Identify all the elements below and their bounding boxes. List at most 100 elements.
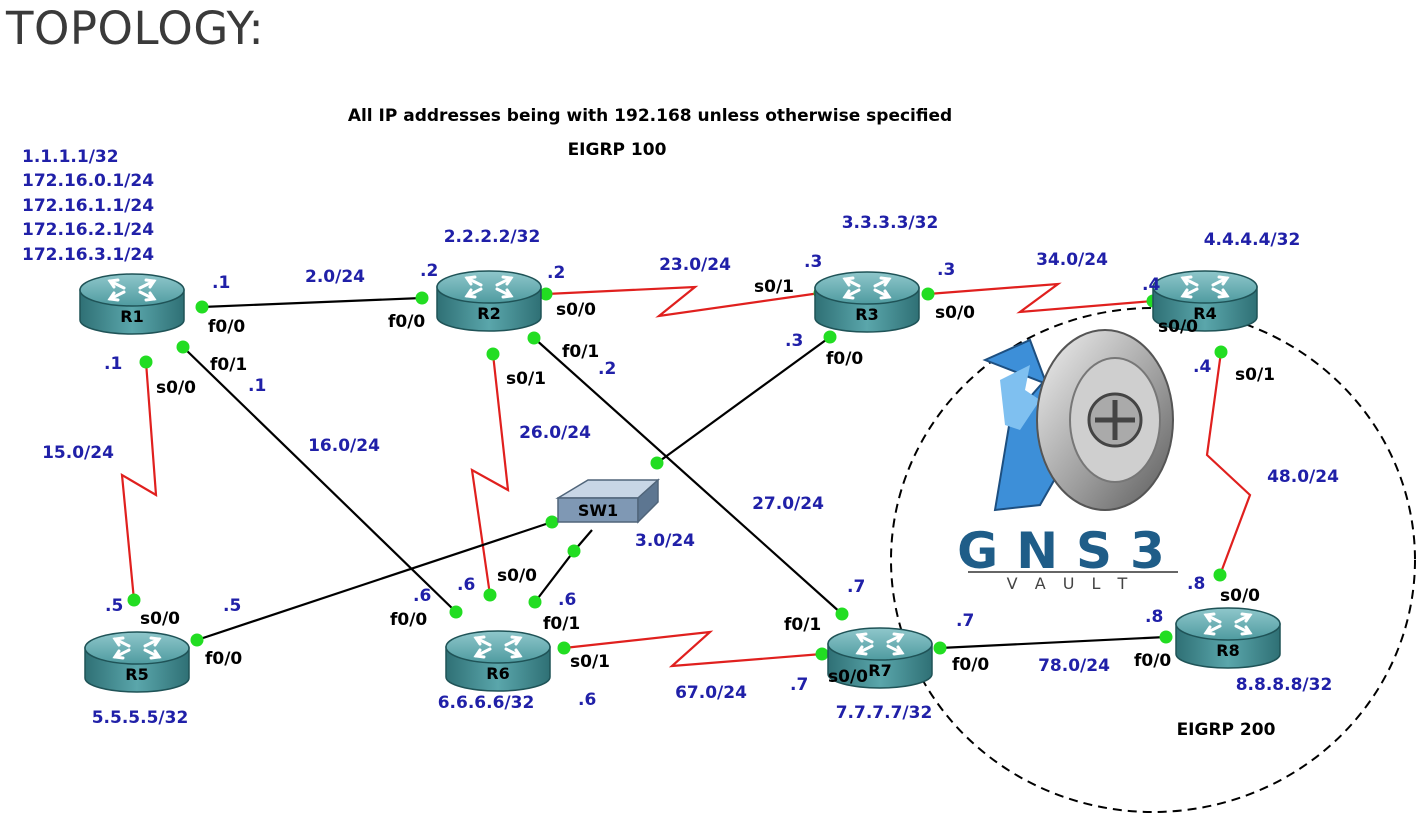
link-r2-r7: [533, 337, 843, 615]
router-r5[interactable]: R5: [84, 631, 190, 693]
host-address-label: .7: [847, 577, 865, 597]
port-dot[interactable]: [921, 287, 935, 301]
link-r5-sw1: [196, 520, 553, 642]
interface-label: s0/0: [497, 566, 537, 586]
switch-sw1[interactable]: SW1: [555, 478, 660, 524]
interface-label: s0/1: [754, 277, 794, 297]
host-address-label: .7: [790, 675, 808, 695]
loopback-r1-0: 1.1.1.1/32: [22, 147, 119, 167]
device-label: R8: [1216, 641, 1239, 660]
port-dot[interactable]: [449, 605, 463, 619]
subnet-label-r2-r7: 27.0/24: [752, 494, 824, 514]
loopback-r2: 2.2.2.2/32: [444, 227, 541, 247]
port-dot[interactable]: [528, 595, 542, 609]
interface-label: f0/0: [205, 649, 242, 669]
router-r1[interactable]: R1: [79, 273, 185, 335]
host-address-label: .6: [578, 690, 596, 710]
subnet-label-r6-r7: 67.0/24: [675, 683, 747, 703]
port-dot[interactable]: [557, 641, 571, 655]
device-label: SW1: [578, 501, 618, 520]
router-arrows-icon: [842, 276, 892, 300]
port-dot[interactable]: [486, 347, 500, 361]
loopback-r5: 5.5.5.5/32: [92, 708, 189, 728]
device-label: R4: [1193, 304, 1216, 323]
interface-label: f0/0: [390, 610, 427, 630]
port-dot[interactable]: [1159, 630, 1173, 644]
interface-label: f0/0: [388, 312, 425, 332]
port-dot[interactable]: [527, 331, 541, 345]
loopback-r1-3: 172.16.2.1/24: [22, 220, 154, 240]
interface-label: f0/0: [1134, 651, 1171, 671]
router-r4[interactable]: R4: [1152, 270, 1258, 332]
subnet-label-r4-r8: 48.0/24: [1267, 467, 1339, 487]
router-r2[interactable]: R2: [436, 270, 542, 332]
port-dot[interactable]: [933, 641, 947, 655]
link-r3-sw1: [656, 336, 831, 464]
interface-label: s0/1: [506, 369, 546, 389]
host-address-label: .2: [598, 359, 616, 379]
router-arrows-icon: [112, 636, 162, 660]
loopback-r3: 3.3.3.3/32: [842, 213, 939, 233]
link-r2-r6: [470, 353, 510, 596]
port-dot[interactable]: [567, 544, 581, 558]
router-arrows-icon: [1203, 612, 1253, 636]
link-r6-r7: [563, 630, 823, 668]
link-r1-r2: [201, 296, 423, 309]
port-dot[interactable]: [835, 607, 849, 621]
router-arrows-icon: [464, 275, 514, 299]
host-address-label: .4: [1142, 275, 1160, 295]
port-dot[interactable]: [176, 340, 190, 354]
link-r1-r5: [120, 361, 158, 601]
interface-label: f0/1: [784, 615, 821, 635]
port-dot[interactable]: [195, 300, 209, 314]
router-r3[interactable]: R3: [814, 271, 920, 333]
link-r3-r4: [927, 282, 1154, 314]
host-address-label: .2: [547, 263, 565, 283]
router-r8[interactable]: R8: [1175, 607, 1281, 669]
host-address-label: .2: [420, 261, 438, 281]
loopback-r1-4: 172.16.3.1/24: [22, 245, 154, 265]
port-dot[interactable]: [1213, 568, 1227, 582]
host-address-label: .6: [558, 590, 576, 610]
port-dot[interactable]: [650, 456, 664, 470]
link-r7-r8: [939, 635, 1167, 650]
port-dot[interactable]: [815, 647, 829, 661]
interface-label: f0/1: [543, 614, 580, 634]
vault-logo-text: V A U L T: [1007, 574, 1134, 593]
device-label: R3: [855, 305, 878, 324]
subnet-label-r2-r6: 26.0/24: [519, 423, 591, 443]
port-dot[interactable]: [539, 287, 553, 301]
port-dot[interactable]: [415, 291, 429, 305]
port-dot[interactable]: [483, 588, 497, 602]
link-r4-r8: [1205, 351, 1252, 576]
port-dot[interactable]: [1214, 345, 1228, 359]
gns3-vault-logo: GNS3 V A U L T: [957, 329, 1178, 593]
eigrp-200-boundary: [890, 307, 1416, 813]
loopback-r8: 8.8.8.8/32: [1236, 675, 1333, 695]
device-label: R2: [477, 304, 500, 323]
host-address-label: .4: [1193, 357, 1211, 377]
loopback-r7: 7.7.7.7/32: [836, 703, 933, 723]
subnet-label-r3-r4: 34.0/24: [1036, 250, 1108, 270]
interface-label: s0/0: [1158, 317, 1198, 337]
port-dot[interactable]: [139, 355, 153, 369]
interface-label: s0/0: [828, 667, 868, 687]
interface-label: s0/0: [935, 303, 975, 323]
interface-label: f0/1: [562, 342, 599, 362]
loopback-r1-1: 172.16.0.1/24: [22, 171, 154, 191]
host-address-label: .5: [105, 596, 123, 616]
port-dot[interactable]: [190, 633, 204, 647]
device-label: R1: [120, 307, 143, 326]
host-address-label: .3: [804, 252, 822, 272]
subnet-label-r2-r3: 23.0/24: [659, 255, 731, 275]
port-dot[interactable]: [127, 593, 141, 607]
router-r7[interactable]: R7: [827, 627, 933, 689]
eigrp-100-label: EIGRP 100: [568, 140, 667, 160]
link-r1-r6: [182, 346, 457, 613]
ip-address-note: All IP addresses being with 192.168 unle…: [348, 106, 952, 126]
router-r6[interactable]: R6: [445, 630, 551, 692]
port-dot[interactable]: [545, 515, 559, 529]
port-dot[interactable]: [823, 330, 837, 344]
host-address-label: .1: [212, 273, 230, 293]
